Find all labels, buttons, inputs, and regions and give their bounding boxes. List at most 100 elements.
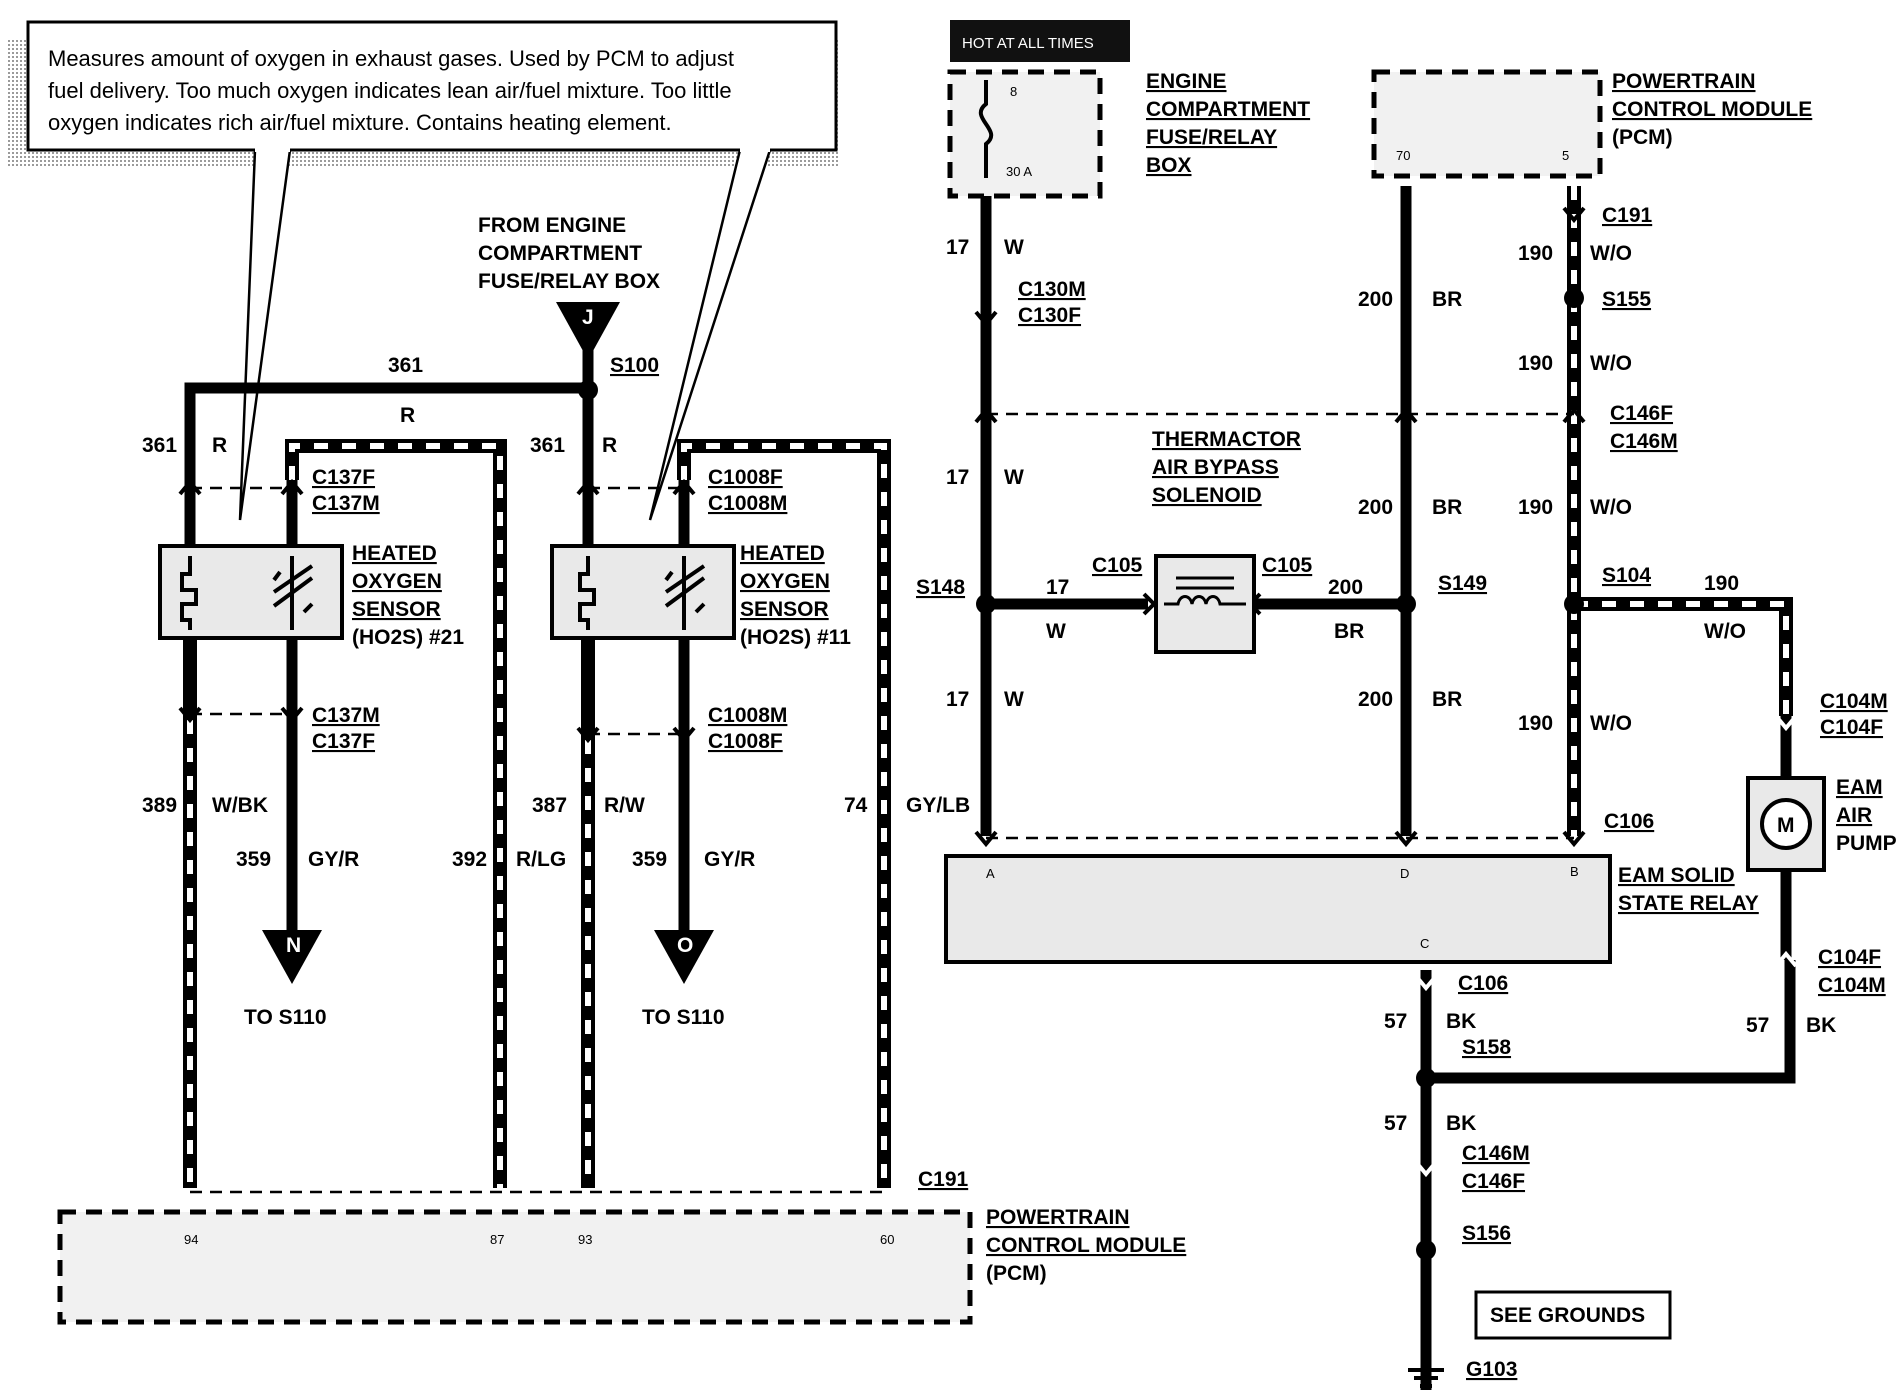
note-line-3: oxygen indicates rich air/fuel mixture. … — [48, 110, 672, 135]
wire-br-d: BR — [1432, 688, 1462, 711]
fuse-relay-box: 8 30 A ENGINE COMPARTMENT FUSE/RELAY BOX — [947, 69, 1310, 199]
pcm-pin-5: 5 — [1562, 148, 1569, 163]
wire-w-c: W — [1046, 620, 1066, 643]
wire-57-right: 57 — [1746, 1014, 1769, 1037]
wire-bk-right: BK — [1806, 1014, 1836, 1037]
from-engine-line-2: COMPARTMENT — [478, 242, 642, 265]
see-grounds-box: SEE GROUNDS — [1474, 1290, 1672, 1340]
wire-br-b: BR — [1432, 496, 1462, 519]
splice-s156: S156 — [1462, 1222, 1511, 1245]
wire-r-mid: R — [602, 434, 617, 457]
conn-c146f-bottom: C146F — [1462, 1170, 1525, 1193]
conn-c137f-top: C137F — [312, 466, 375, 489]
wire-359-left: 359 — [236, 848, 271, 871]
splice-s148: S148 — [916, 576, 965, 599]
conn-c1008m-top: C1008M — [708, 492, 787, 515]
pcm-top-label-2: CONTROL MODULE — [1612, 98, 1812, 121]
wire-rlg: R/LG — [516, 848, 566, 871]
eam-relay-pin-c: C — [1420, 936, 1429, 951]
eam-air-pump: M EAM AIR PUMP — [1746, 776, 1897, 872]
pcm-bottom-label-2: CONTROL MODULE — [986, 1234, 1186, 1257]
splice-s100: S100 — [610, 354, 659, 377]
ho2s21-label-4: (HO2S) #21 — [352, 626, 464, 649]
wire-wo-h: W/O — [1704, 620, 1746, 643]
wire-gyr-right: GY/R — [704, 848, 755, 871]
ground-g103: G103 — [1466, 1358, 1517, 1381]
splice-s104: S104 — [1602, 564, 1651, 587]
wire-57-a: 57 — [1384, 1010, 1407, 1033]
right-labels: 17 W C130M C130F 17 W S148 17 W C105 C10… — [916, 204, 1888, 1381]
pcm-top-label-1: POWERTRAIN — [1612, 70, 1756, 93]
motor-symbol: M — [1777, 814, 1795, 837]
wire-389: 389 — [142, 794, 177, 817]
pcm-top-label-3: (PCM) — [1612, 126, 1673, 149]
note-line-2: fuel delivery. Too much oxygen indicates… — [48, 78, 732, 103]
thermactor-label-3: SOLENOID — [1152, 484, 1262, 507]
fuse-pin-8: 8 — [1010, 84, 1017, 99]
conn-c146m-bottom: C146M — [1462, 1142, 1530, 1165]
pcm-bottom-label-1: POWERTRAIN — [986, 1206, 1130, 1229]
conn-c1008f-top: C1008F — [708, 466, 783, 489]
conn-c105-right: C105 — [1262, 554, 1313, 577]
fuse-box-label-4: BOX — [1146, 154, 1192, 177]
conn-c104f-bottom: C104F — [1818, 946, 1881, 969]
eam-relay-pin-b: B — [1570, 864, 1579, 879]
thermactor-solenoid: THERMACTOR AIR BYPASS SOLENOID — [1152, 428, 1301, 654]
ho2s-21-sensor — [158, 544, 344, 640]
wire-wo-c: W/O — [1590, 496, 1632, 519]
description-callout: Measures amount of oxygen in exhaust gas… — [8, 20, 838, 521]
wire-190-h: 190 — [1704, 572, 1739, 595]
ho2s21-label-2: OXYGEN — [352, 570, 442, 593]
conn-c146f-top: C146F — [1610, 402, 1673, 425]
ho2s11-label-2: OXYGEN — [740, 570, 830, 593]
wire-w-a: W — [1004, 236, 1024, 259]
wire-387: 387 — [532, 794, 567, 817]
conn-c191-bottom: C191 — [918, 1168, 969, 1191]
eam-relay-label-2: STATE RELAY — [1618, 892, 1759, 915]
eam-relay-label-1: EAM SOLID — [1618, 864, 1735, 887]
right-wiring — [974, 186, 1798, 1390]
ho2s-11-sensor — [550, 544, 736, 640]
conn-c130m: C130M — [1018, 278, 1086, 301]
conn-c130f: C130F — [1018, 304, 1081, 327]
fuse-box-label-3: FUSE/RELAY — [1146, 126, 1277, 149]
eam-pump-label-1: EAM — [1836, 776, 1883, 799]
pcm-bottom-label-3: (PCM) — [986, 1262, 1047, 1285]
wire-wo-d: W/O — [1590, 712, 1632, 735]
pcm-pin-70: 70 — [1396, 148, 1410, 163]
hot-at-all-times: HOT AT ALL TIMES — [962, 35, 1094, 52]
wire-rw: R/W — [604, 794, 645, 817]
to-s110-letter-o: O — [677, 934, 693, 957]
wire-361-left: 361 — [142, 434, 177, 457]
to-s110-letter-n: N — [286, 934, 301, 957]
wire-200-c: 200 — [1328, 576, 1363, 599]
wire-br-a: BR — [1432, 288, 1462, 311]
left-wiring — [178, 302, 891, 1194]
wire-190-c: 190 — [1518, 496, 1553, 519]
splice-s158: S158 — [1462, 1036, 1511, 1059]
to-s110-label-right: TO S110 — [642, 1006, 725, 1029]
wire-gylb: GY/LB — [906, 794, 970, 817]
conn-c104m-bottom: C104M — [1818, 974, 1886, 997]
wire-74: 74 — [844, 794, 868, 817]
pcm-pin-87: 87 — [490, 1232, 504, 1247]
from-engine-line-3: FUSE/RELAY BOX — [478, 270, 660, 293]
conn-c105-left: C105 — [1092, 554, 1143, 577]
conn-c137m-bottom: C137M — [312, 704, 380, 727]
wire-br-c: BR — [1334, 620, 1364, 643]
eam-solid-state-relay: A D B C EAM SOLID STATE RELAY — [944, 854, 1759, 964]
wire-200-b: 200 — [1358, 496, 1393, 519]
wire-w-b: W — [1004, 466, 1024, 489]
to-s110-label-left: TO S110 — [244, 1006, 327, 1029]
conn-c146m-top: C146M — [1610, 430, 1678, 453]
splice-s100-dot — [578, 380, 598, 400]
fuse-box-label-2: COMPARTMENT — [1146, 98, 1310, 121]
conn-c104f-top: C104F — [1820, 716, 1883, 739]
thermactor-label-2: AIR BYPASS — [1152, 456, 1279, 479]
eam-relay-pin-a: A — [986, 866, 995, 881]
conn-c104m-top: C104M — [1820, 690, 1888, 713]
eam-pump-label-2: AIR — [1836, 804, 1872, 827]
wire-bk-a: BK — [1446, 1010, 1476, 1033]
ho2s21-label-1: HEATED — [352, 542, 437, 565]
